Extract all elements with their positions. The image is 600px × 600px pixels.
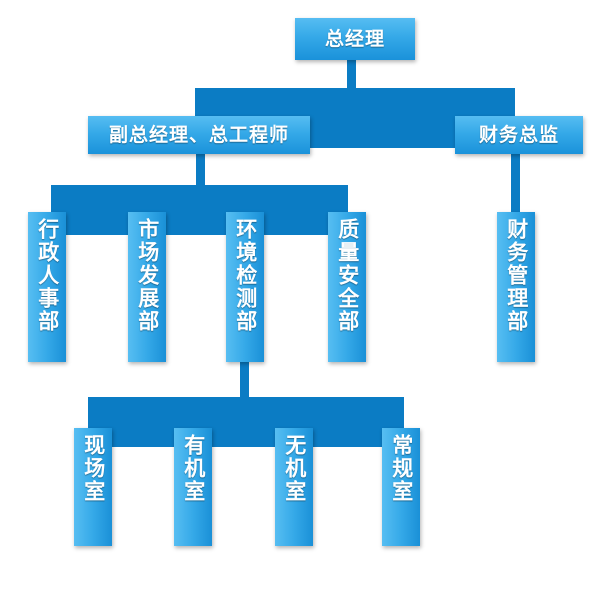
node-routine-lab[interactable]: 常规室	[382, 428, 420, 546]
node-deputy-gm-chief-engineer[interactable]: 副总经理、总工程师	[88, 116, 310, 154]
connector-stem-finance-director	[511, 148, 520, 216]
node-finance-director[interactable]: 财务总监	[455, 116, 583, 154]
node-label: 总经理	[324, 27, 385, 50]
node-admin-hr-dept[interactable]: 行政人事部	[28, 212, 66, 362]
node-label: 财务管理部	[504, 218, 529, 333]
node-label: 环境检测部	[233, 218, 258, 333]
node-label: 市场发展部	[135, 218, 160, 333]
node-label: 财务总监	[478, 123, 559, 146]
node-label: 有机室	[181, 434, 206, 503]
node-label: 质量安全部	[335, 218, 360, 333]
node-label: 无机室	[282, 434, 307, 503]
node-quality-safety-dept[interactable]: 质量安全部	[328, 212, 366, 362]
node-inorganic-lab[interactable]: 无机室	[275, 428, 313, 546]
node-label: 行政人事部	[35, 218, 60, 333]
node-environmental-testing-dept[interactable]: 环境检测部	[226, 212, 264, 362]
connector-bar-level3	[51, 185, 348, 235]
node-field-lab[interactable]: 现场室	[74, 428, 112, 546]
node-label: 常规室	[389, 434, 414, 503]
connector-stem-environmental-testing	[240, 360, 249, 410]
node-organic-lab[interactable]: 有机室	[174, 428, 212, 546]
node-label: 现场室	[81, 434, 106, 503]
connector-bar-level4	[88, 397, 404, 447]
connector-stem-deputy-gm	[196, 148, 205, 190]
node-label: 副总经理、总工程师	[108, 123, 289, 146]
node-market-development-dept[interactable]: 市场发展部	[128, 212, 166, 362]
node-financial-management-dept[interactable]: 财务管理部	[497, 212, 535, 362]
node-general-manager[interactable]: 总经理	[295, 18, 415, 60]
connector-stem-general-manager	[347, 57, 356, 103]
